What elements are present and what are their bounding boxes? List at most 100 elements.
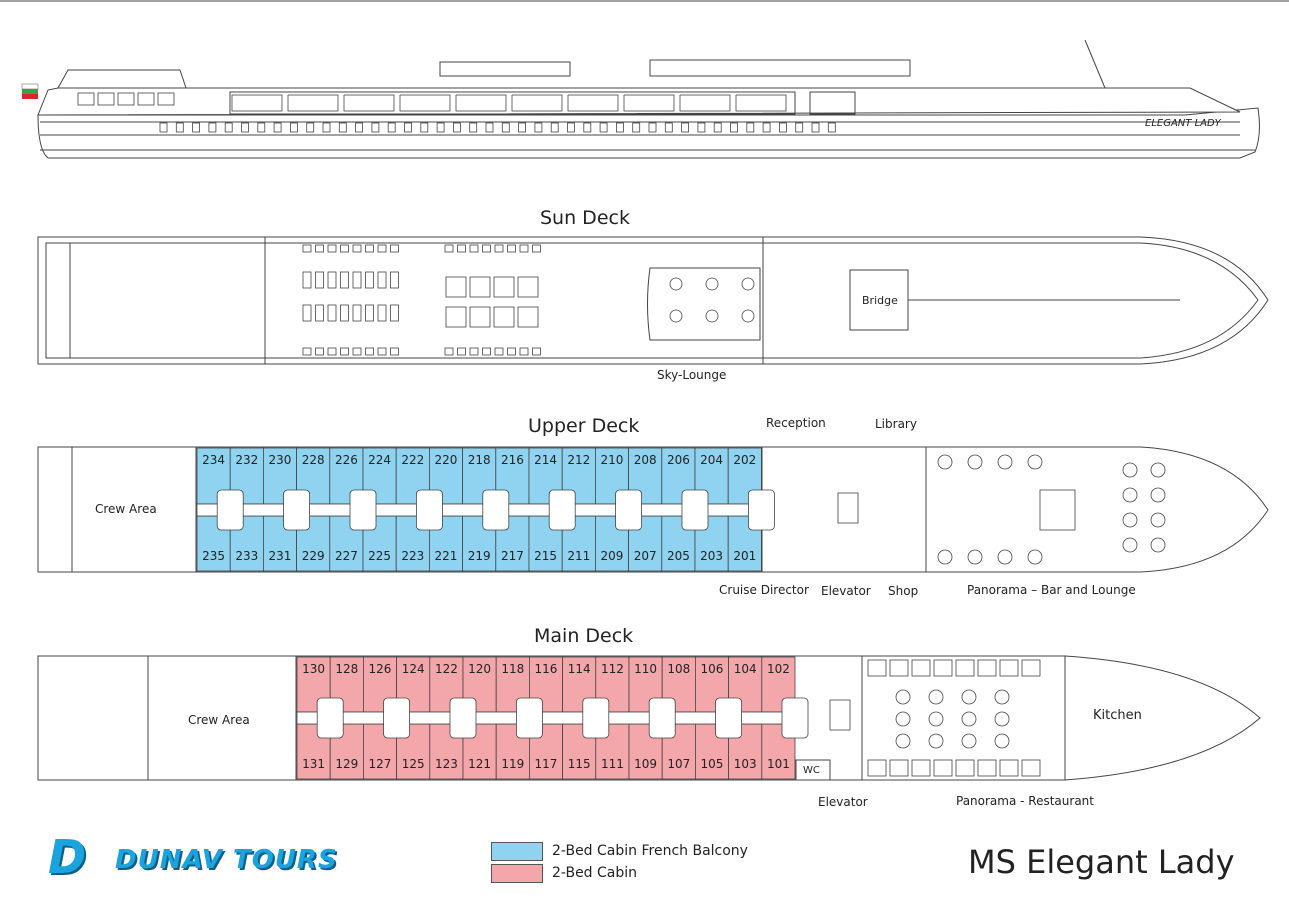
deck-chair bbox=[532, 244, 541, 253]
cabin-number: 208 bbox=[633, 453, 657, 467]
cabin-number: 126 bbox=[368, 662, 392, 676]
sun-lounger bbox=[390, 304, 399, 322]
kitchen-label: Kitchen bbox=[1093, 708, 1142, 723]
deck-chair bbox=[302, 347, 312, 356]
booth-seat bbox=[977, 659, 997, 677]
bar-table bbox=[937, 549, 953, 565]
porthole-window bbox=[632, 122, 641, 133]
logo-mark: D bbox=[48, 830, 87, 884]
elevator-shaft bbox=[829, 699, 851, 731]
bar-table bbox=[967, 454, 983, 470]
cabin-number: 232 bbox=[235, 453, 259, 467]
lounge-window bbox=[679, 94, 731, 112]
porthole-window bbox=[599, 122, 608, 133]
cabin-number: 130 bbox=[302, 662, 326, 676]
deck-chair bbox=[532, 347, 541, 356]
lounge-table bbox=[445, 276, 467, 298]
cabin-number: 104 bbox=[733, 662, 757, 676]
sky-lounge-table bbox=[669, 309, 683, 323]
porthole-window bbox=[567, 122, 575, 133]
cabin-number: 223 bbox=[401, 549, 425, 563]
deck-chair bbox=[457, 347, 466, 356]
cabin-number: 207 bbox=[633, 549, 657, 563]
cabin-number: 225 bbox=[368, 549, 392, 563]
porthole-window bbox=[192, 122, 201, 133]
cabin-number: 233 bbox=[235, 549, 259, 563]
lounge-table bbox=[493, 276, 515, 298]
elevator-shaft bbox=[837, 492, 859, 524]
porthole-window bbox=[159, 122, 168, 133]
restaurant-tables bbox=[829, 454, 1166, 777]
cabin-number: 131 bbox=[302, 757, 326, 771]
deck-chair bbox=[352, 347, 362, 356]
cabin-number: 105 bbox=[700, 757, 724, 771]
bathroom-pod bbox=[781, 697, 809, 739]
bar-table bbox=[997, 549, 1013, 565]
deck-chair bbox=[482, 244, 491, 253]
cabin-number: 102 bbox=[766, 662, 790, 676]
cabin-number: 122 bbox=[434, 662, 458, 676]
deck-chair bbox=[457, 244, 466, 253]
sky-lounge-table bbox=[705, 309, 719, 323]
cabin-number: 109 bbox=[634, 757, 658, 771]
deck-chair bbox=[444, 244, 454, 253]
porthole-window bbox=[404, 122, 412, 133]
ship-title: MS Elegant Lady bbox=[968, 843, 1235, 881]
lounge-table bbox=[1150, 512, 1166, 528]
porthole-window bbox=[550, 122, 559, 133]
booth-seat bbox=[955, 759, 975, 777]
cabin-number: 227 bbox=[334, 549, 358, 563]
booth-seat bbox=[999, 759, 1019, 777]
cabin-number: 222 bbox=[401, 453, 425, 467]
lounge-window bbox=[287, 94, 339, 112]
deck-chair bbox=[315, 347, 324, 356]
restaurant-table bbox=[961, 733, 977, 749]
deck-chair bbox=[519, 244, 529, 253]
porthole-window bbox=[648, 122, 657, 133]
booth-seat bbox=[933, 759, 953, 777]
cabin-number: 226 bbox=[334, 453, 358, 467]
brand-name: DUNAV TOURS bbox=[115, 845, 338, 875]
bar-table bbox=[1027, 454, 1043, 470]
booth-seat bbox=[867, 659, 887, 677]
restaurant-table bbox=[994, 711, 1010, 727]
corridor bbox=[196, 503, 762, 517]
porthole-window bbox=[664, 122, 673, 133]
porthole-window bbox=[452, 122, 461, 133]
cabin-number: 121 bbox=[468, 757, 492, 771]
cabin-number: 129 bbox=[335, 757, 359, 771]
cabin-number: 212 bbox=[567, 453, 591, 467]
upper-deck-title: Upper Deck bbox=[528, 415, 640, 437]
restaurant-table bbox=[895, 733, 911, 749]
cabin-number: 215 bbox=[534, 549, 558, 563]
lounge-window bbox=[455, 94, 507, 112]
porthole-window bbox=[779, 122, 787, 133]
lounge-window bbox=[231, 94, 283, 112]
porthole-window bbox=[518, 122, 526, 133]
porthole-window bbox=[257, 122, 266, 133]
porthole-window bbox=[730, 122, 738, 133]
bar-table bbox=[997, 454, 1013, 470]
porthole-window bbox=[485, 122, 494, 133]
cabin-number: 228 bbox=[301, 453, 325, 467]
bar-table bbox=[967, 549, 983, 565]
cabin-number: 217 bbox=[500, 549, 524, 563]
lounge-window bbox=[399, 94, 451, 112]
upper-crew-area: Crew Area bbox=[95, 502, 157, 516]
bar-table bbox=[937, 454, 953, 470]
main-deck-title: Main Deck bbox=[534, 625, 634, 647]
cabin-number: 204 bbox=[700, 453, 724, 467]
restaurant-table bbox=[928, 689, 944, 705]
bar-counter bbox=[1039, 489, 1076, 531]
sun-lounger bbox=[327, 304, 337, 322]
lounge-table bbox=[469, 306, 491, 328]
cabin-number: 106 bbox=[700, 662, 724, 676]
cabin-number: 114 bbox=[567, 662, 591, 676]
bathroom-pod bbox=[449, 697, 477, 739]
deck-chair bbox=[444, 347, 454, 356]
cabin-number: 119 bbox=[501, 757, 525, 771]
restaurant-table bbox=[961, 711, 977, 727]
cabin-number: 214 bbox=[534, 453, 558, 467]
booth-seat bbox=[1021, 659, 1041, 677]
